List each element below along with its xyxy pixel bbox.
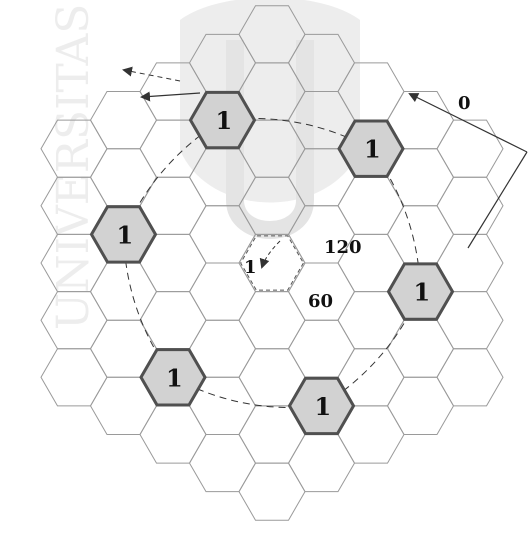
co-channel-cell-label: 1	[216, 106, 233, 135]
grid-hex-cell	[238, 291, 306, 350]
grid-hex-cell	[337, 176, 405, 235]
distance-arrow	[408, 93, 528, 153]
grid-hex-cell	[238, 462, 306, 521]
grid-hex-cell	[436, 348, 504, 407]
grid-hex-cell	[89, 262, 158, 321]
co-channel-cell: 1	[386, 262, 455, 321]
watermark: UNIVERSITAS	[48, 0, 360, 330]
center-cell-outline	[240, 235, 304, 291]
co-channel-cell-label: 1	[414, 278, 431, 307]
co-channel-cell-label: 1	[315, 392, 332, 421]
grid-hex-cell	[386, 376, 455, 435]
co-channel-cells: 1 1 1 1 1 1	[89, 90, 455, 436]
grid-hex-cell	[287, 319, 356, 378]
grid-hex-cell	[40, 348, 108, 407]
grid-hex-cell	[139, 405, 207, 464]
grid-hex-cell	[188, 434, 257, 493]
angle-label-120: 120	[324, 237, 362, 258]
left-pointer-arrow	[140, 91, 201, 102]
center-cell-label: 1	[244, 257, 257, 278]
center-arrow	[259, 240, 281, 269]
co-channel-hex	[287, 376, 356, 436]
grid-hex-cell	[436, 119, 504, 178]
grid-hex-cell	[287, 434, 356, 493]
co-channel-hex	[188, 90, 257, 150]
co-channel-cell-label: 1	[166, 363, 183, 392]
co-channel-cell-label: 1	[364, 135, 381, 164]
co-channel-hex	[89, 205, 158, 264]
co-channel-cell: 1	[139, 348, 207, 407]
center-annotation: 1 120 60 0	[244, 93, 471, 312]
grid-hex-cell	[436, 176, 504, 235]
grid-hex-cell	[89, 148, 158, 207]
co-channel-cell: 1	[287, 376, 356, 436]
co-channel-cell-label: 1	[117, 220, 134, 249]
co-channel-cell: 1	[337, 119, 405, 178]
co-channel-hex	[386, 262, 455, 321]
co-channel-hex	[139, 348, 207, 407]
grid-hex-cell	[386, 205, 455, 264]
watermark-shape	[180, 0, 360, 203]
co-channel-hex	[337, 119, 405, 178]
angle-label-60: 60	[308, 291, 333, 312]
grid-hex-cell	[139, 291, 207, 350]
co-channel-cell: 1	[89, 205, 158, 264]
grid-hex-cell	[386, 319, 455, 378]
top-right-label: 0	[458, 93, 471, 114]
watermark-text: UNIVERSITAS	[48, 4, 99, 330]
left-pointer-arrow-dashed	[122, 66, 181, 82]
distance-line	[467, 151, 528, 249]
co-channel-cell: 1	[188, 90, 257, 150]
grid-hex-cell	[89, 91, 158, 150]
